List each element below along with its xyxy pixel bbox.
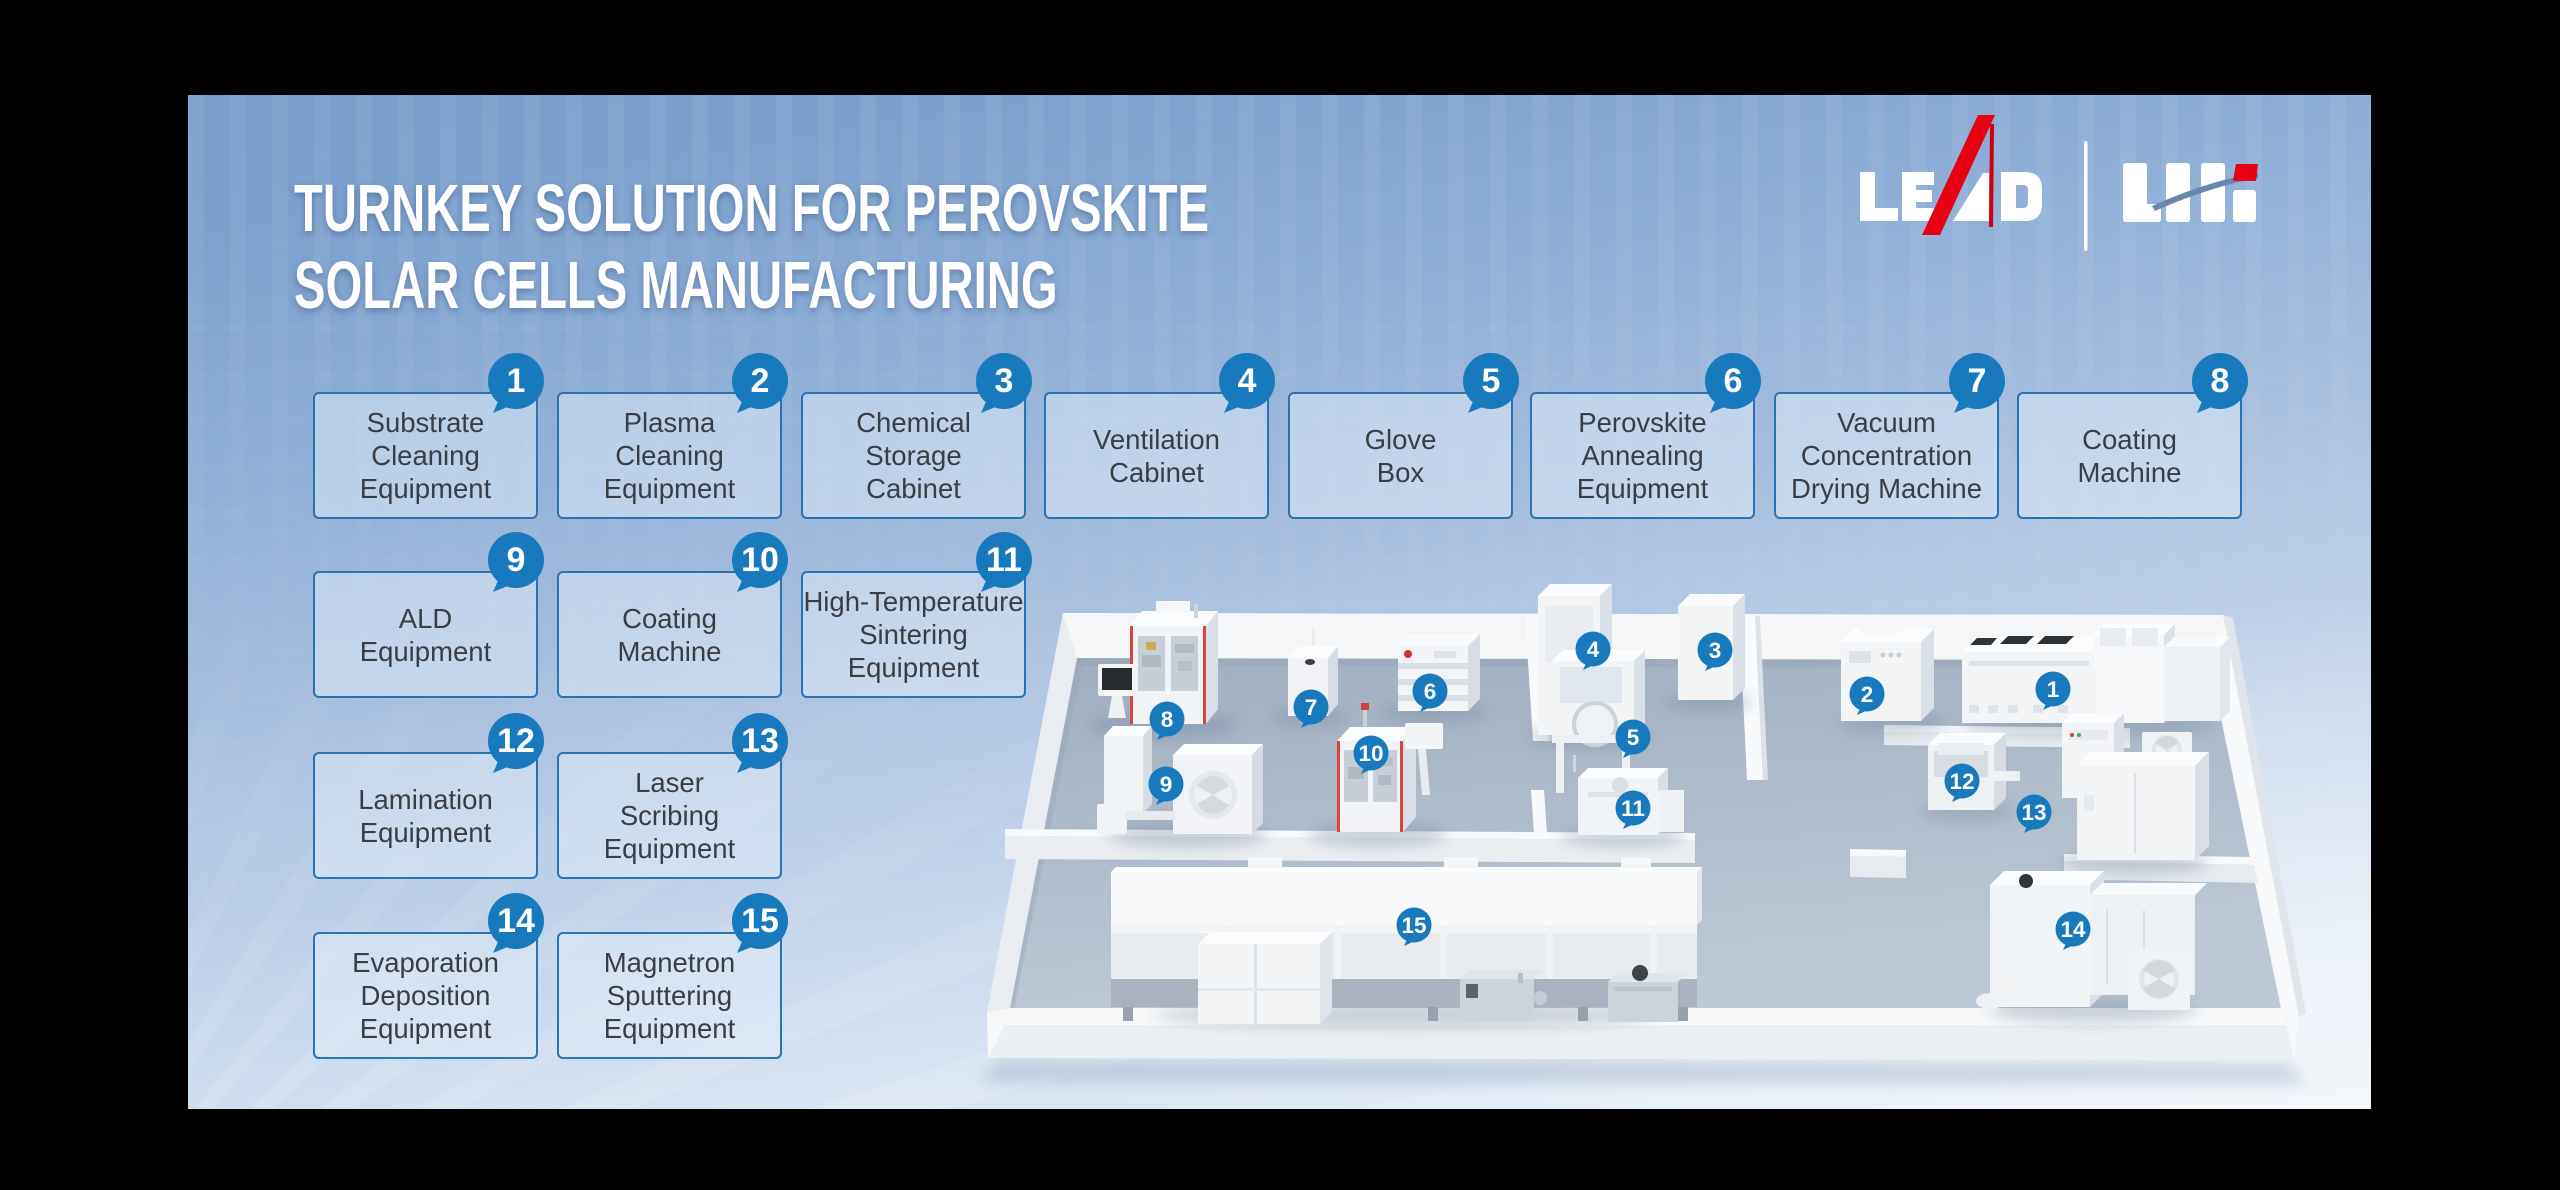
svg-text:4: 4 [1587, 637, 1600, 662]
svg-text:14: 14 [2060, 917, 2086, 942]
svg-text:8: 8 [1161, 707, 1174, 732]
svg-text:3: 3 [1709, 638, 1722, 663]
svg-text:11: 11 [1621, 796, 1645, 821]
svg-text:15: 15 [1401, 913, 1426, 938]
svg-text:6: 6 [1424, 679, 1437, 704]
svg-text:2: 2 [1861, 682, 1874, 707]
svg-text:12: 12 [1949, 769, 1974, 794]
svg-text:13: 13 [2021, 800, 2046, 825]
svg-text:7: 7 [1305, 695, 1318, 720]
svg-text:5: 5 [1627, 725, 1640, 750]
svg-text:1: 1 [2047, 677, 2060, 702]
svg-text:9: 9 [1160, 772, 1173, 797]
svg-text:10: 10 [1358, 741, 1383, 766]
